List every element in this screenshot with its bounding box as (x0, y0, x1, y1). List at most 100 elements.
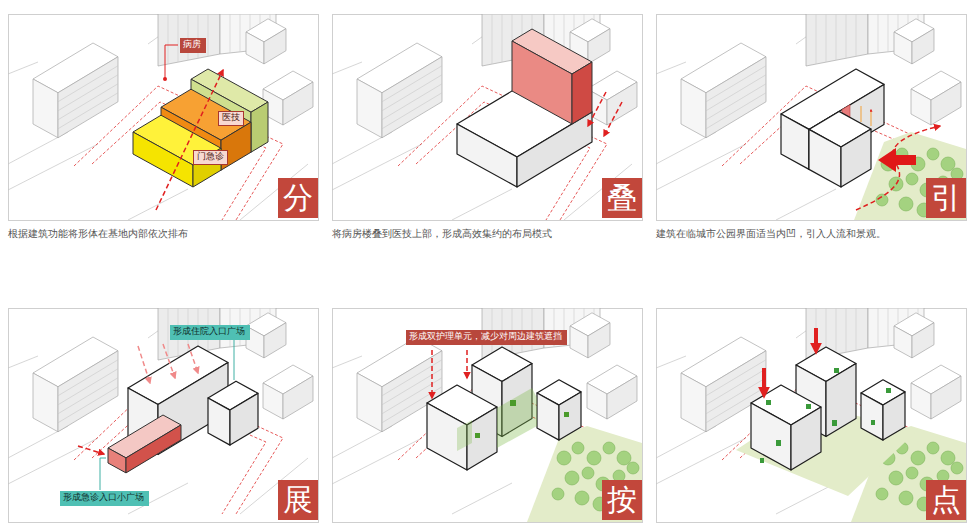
panel-dot (806, 404, 811, 409)
panel-split (156, 70, 223, 210)
panel-stack (332, 14, 637, 220)
panel-draw-in (841, 129, 871, 187)
title-tile: 点 (926, 480, 966, 520)
leader-line (234, 339, 235, 380)
panel-dot (791, 407, 821, 470)
panel-stack (604, 102, 622, 136)
panel-frames (9, 15, 319, 221)
panel-dot (826, 364, 856, 437)
panel-draw-in (878, 148, 916, 172)
tag-text: 形成急诊入口小广场 (63, 492, 146, 503)
panel-dot (834, 368, 839, 373)
panel-dot (814, 328, 818, 350)
panel-split (8, 14, 313, 220)
panel-unfold (126, 425, 181, 473)
panel-press (332, 308, 642, 522)
panel-press (564, 412, 569, 417)
panel-dot (861, 393, 883, 440)
tag-text: 形成双护理单元，减少对周边建筑遮挡 (409, 331, 564, 342)
panel-unfold (108, 448, 126, 473)
panel-press (457, 420, 472, 451)
label-tag: 形成住院入口广场 (170, 325, 250, 340)
tag-text: 门急诊 (197, 151, 224, 162)
panel-unfold (230, 393, 258, 445)
panel-unfold (188, 344, 198, 373)
panel-unfold (163, 344, 175, 378)
label-tag: 形成急诊入口小广场 (60, 491, 149, 506)
panel-dot (832, 420, 837, 426)
panel-dot (656, 308, 966, 522)
panel-stack (517, 112, 592, 187)
tile-char: 分 (283, 183, 313, 213)
panel-dot (883, 392, 905, 440)
title-tile: 按 (602, 480, 642, 520)
panel-unfold (8, 308, 313, 514)
caption-text: 建筑在临城市公园界面适当内凹，引入人流和景观。 (656, 227, 886, 240)
panel-stack (588, 92, 606, 126)
leader-line (100, 458, 106, 490)
panel-unfold (8, 308, 313, 514)
panel-press (510, 400, 516, 406)
tile-char: 引 (931, 183, 961, 213)
panel-dot (762, 368, 766, 394)
panel-split (251, 102, 268, 152)
panel-frames (9, 15, 967, 523)
panel-draw-in (809, 129, 841, 187)
panel-press (537, 393, 559, 440)
panel-unfold (208, 398, 230, 445)
title-tile: 展 (278, 480, 318, 520)
tag-text: 医技 (222, 112, 240, 123)
panel-split (133, 132, 193, 187)
tag-text: 病房 (183, 39, 203, 50)
tile-char: 按 (607, 485, 637, 515)
leader-line (165, 45, 178, 78)
panel-press (497, 388, 537, 448)
panel-dot (751, 403, 791, 470)
caption-text: 将病房楼叠到医技上部，形成高效集约的布局模式 (332, 227, 552, 240)
panel-dot (886, 388, 891, 393)
leader-dot (163, 77, 167, 81)
panel-frames (9, 309, 319, 523)
panel-frames (333, 15, 643, 221)
tile-char: 叠 (607, 183, 637, 213)
panel-draw-in (861, 106, 871, 126)
label-tag: 医技 (218, 111, 244, 126)
panel-dot (760, 458, 764, 463)
label-tag: 病房 (180, 38, 206, 53)
panel-press (431, 350, 433, 398)
label-tag: 形成双护理单元，减少对周边建筑遮挡 (406, 330, 567, 345)
panel-unfold (138, 346, 150, 383)
panel-dot (766, 400, 771, 405)
tag-text: 形成住院入口广场 (173, 326, 247, 337)
panel-press (475, 433, 480, 438)
panel-dot (760, 368, 891, 463)
title-tile: 叠 (602, 178, 642, 218)
panel-frames (333, 309, 643, 523)
panel-frames (657, 309, 967, 523)
panel-split (8, 14, 313, 220)
panel-draw-in (656, 14, 966, 228)
caption-text: 根据建筑功能将形体在基地内部依次排布 (8, 227, 188, 240)
panel-press (559, 392, 581, 440)
label-tag: 门急诊 (193, 150, 228, 165)
panel-unfold (138, 344, 198, 383)
panel-stack (332, 14, 637, 220)
tile-char: 点 (931, 485, 961, 515)
panel-frames (657, 15, 967, 221)
panel-draw-in (781, 114, 809, 169)
title-tile: 引 (926, 178, 966, 218)
panel-press (466, 350, 468, 378)
panel-stack (572, 62, 592, 124)
panel-stack (457, 124, 517, 187)
panel-dot (776, 440, 781, 446)
panel-dot (871, 420, 875, 425)
panel-unfold (78, 446, 104, 454)
title-tile: 分 (278, 178, 318, 218)
panel-stack (512, 41, 572, 124)
panel-press (527, 426, 642, 522)
tile-char: 展 (283, 485, 313, 515)
panel-draw-in (876, 148, 963, 217)
